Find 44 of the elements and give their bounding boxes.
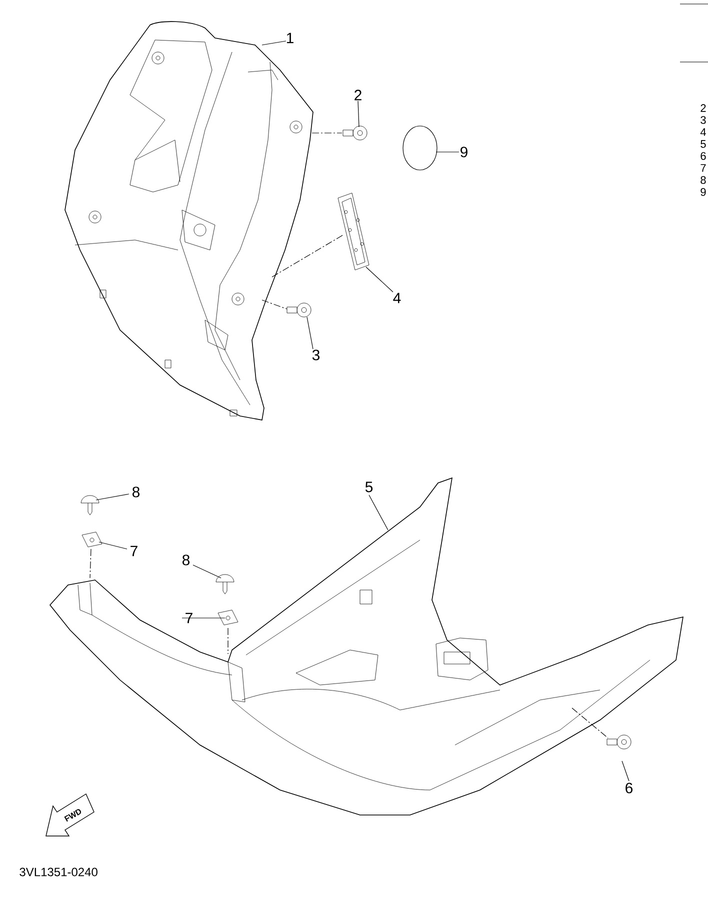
- assembly-line: [312, 132, 342, 134]
- item-number: 2: [700, 104, 706, 112]
- cap-drawing: [402, 126, 438, 170]
- item-number: 3: [700, 116, 706, 124]
- item-number: 7: [700, 164, 706, 172]
- assembly-line: [262, 300, 288, 310]
- drawing-number: 3VL1351-0240: [20, 868, 98, 876]
- callout-number: 7: [186, 612, 192, 624]
- clip-drawing: [82, 532, 102, 548]
- leader-line: [192, 564, 222, 578]
- item-number: 8: [700, 176, 706, 184]
- callout-number: 1: [286, 32, 294, 44]
- leader-line: [622, 760, 630, 782]
- callout-number: 7: [130, 546, 138, 556]
- callout-number: 6: [626, 782, 633, 794]
- item-number: 4: [700, 128, 706, 136]
- callout-number: 2: [354, 90, 362, 100]
- leader-line: [366, 266, 394, 292]
- assembly-line: [90, 548, 92, 578]
- bolt-drawing: [606, 734, 632, 750]
- callout-number: 4: [393, 292, 401, 304]
- item-number: 5: [700, 140, 706, 148]
- item-number: 6: [700, 152, 706, 160]
- leader-line: [358, 100, 360, 128]
- clip-drawing: [218, 610, 238, 626]
- screw-drawing: [80, 495, 100, 516]
- leader-line: [368, 494, 388, 530]
- front-cover-drawing: [64, 21, 314, 420]
- screw-drawing: [286, 302, 312, 318]
- leader-line: [96, 494, 130, 500]
- screw-drawing: [216, 574, 234, 594]
- screw-drawing: [342, 126, 368, 140]
- leader-line: [262, 40, 286, 46]
- panel-drawing: [338, 192, 370, 270]
- callout-number: 9: [460, 146, 468, 158]
- callout-number: 3: [312, 350, 320, 360]
- callout-number: 5: [365, 482, 373, 492]
- assembly-line: [272, 234, 344, 278]
- callout-number: 8: [132, 486, 140, 498]
- leader-line: [98, 542, 128, 550]
- assembly-line: [572, 708, 608, 738]
- item-number: 9: [700, 188, 706, 196]
- callout-number: 8: [182, 554, 190, 566]
- leader-line: [306, 316, 314, 350]
